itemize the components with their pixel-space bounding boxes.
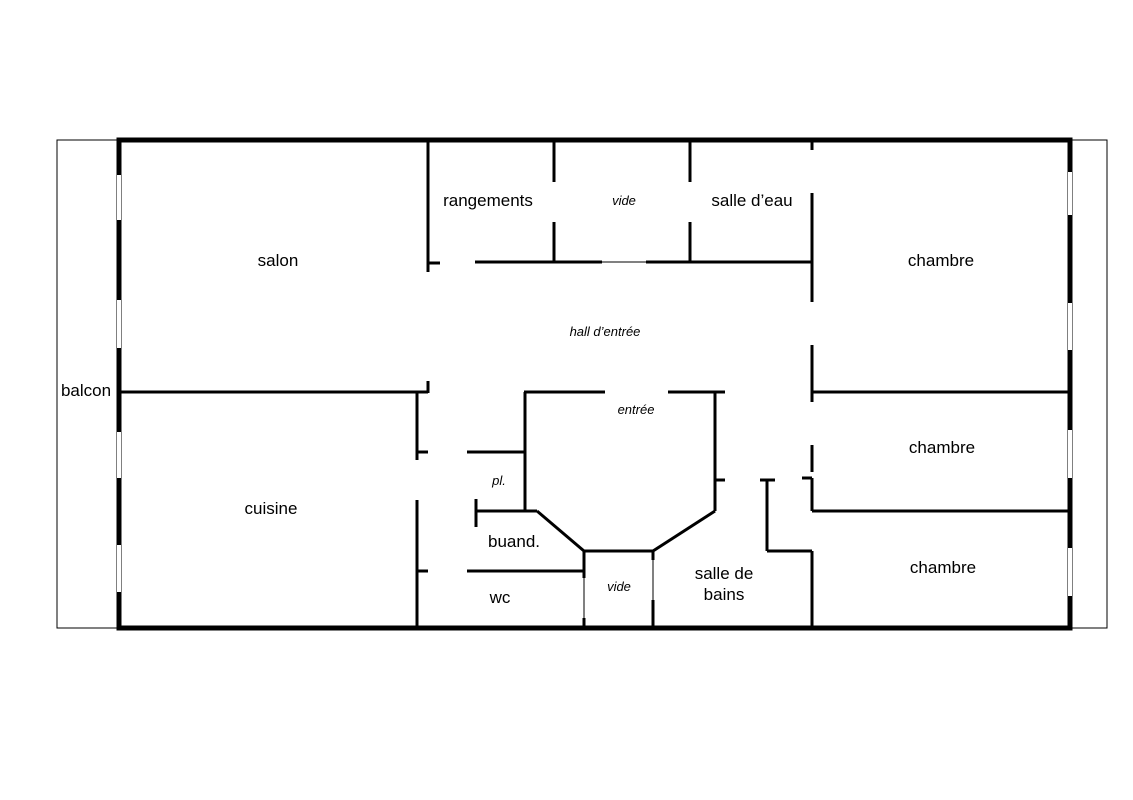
room-label-hall: hall d’entrée [570,324,641,339]
room-label-balcon: balcon [61,381,111,400]
room-label-chambre-3: chambre [910,558,976,577]
room-label-sdb-line2: bains [704,585,745,604]
room-label-salle-eau: salle d’eau [711,191,792,210]
room-label-vide-bottom: vide [607,579,631,594]
room-label-chambre-2: chambre [909,438,975,457]
room-label-wc: wc [489,588,511,607]
room-label-buanderie: buand. [488,532,540,551]
outer-wall [116,137,1073,631]
room-label-salon: salon [258,251,299,270]
room-label-rangements: rangements [443,191,533,210]
room-label-placard: pl. [491,473,506,488]
room-label-sdb-line1: salle de [695,564,754,583]
interior-walls-top [426,140,814,402]
room-label-vide-top: vide [612,193,636,208]
interior-walls-left [119,381,430,628]
room-label-chambre-1: chambre [908,251,974,270]
interior-walls-right [760,390,1070,628]
room-label-cuisine: cuisine [245,499,298,518]
balcony-right-outline [1069,139,1108,629]
room-label-entree: entrée [618,402,655,417]
